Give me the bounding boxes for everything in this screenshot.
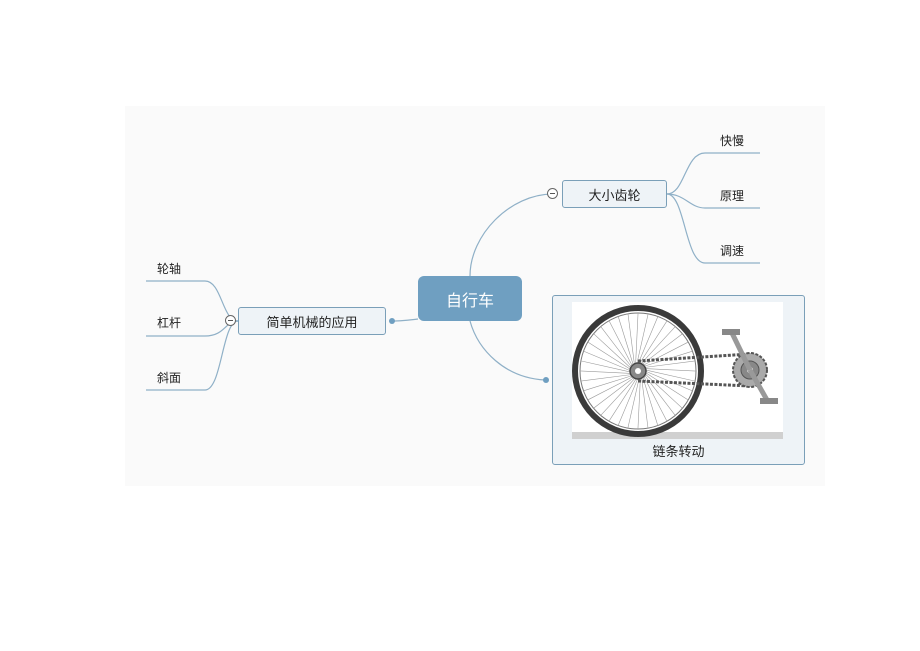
bicycle-wheel-chain-icon xyxy=(572,302,783,439)
connector-dot-chain xyxy=(543,377,549,383)
gears-node[interactable]: 大小齿轮 xyxy=(562,180,667,208)
collapse-gears-button[interactable] xyxy=(547,188,558,199)
collapse-machines-button[interactable] xyxy=(225,315,236,326)
link-root-machines xyxy=(392,318,419,322)
root-label: 自行车 xyxy=(445,290,494,310)
connector-dot-machines xyxy=(389,318,395,324)
gears-child-3[interactable]: 调速 xyxy=(720,244,745,258)
link-root-gears xyxy=(469,193,554,277)
machines-child-2[interactable]: 杠杆 xyxy=(157,316,182,330)
machines-child-3[interactable]: 斜面 xyxy=(157,371,182,385)
gears-label: 大小齿轮 xyxy=(588,188,641,204)
machines-child-1[interactable]: 轮轴 xyxy=(157,262,182,276)
machines-node[interactable]: 简单机械的应用 xyxy=(238,307,386,335)
link-gears-2 xyxy=(666,193,760,209)
chain-label: 链条转动 xyxy=(652,445,705,460)
link-gears-3 xyxy=(666,193,760,264)
gears-child-2[interactable]: 原理 xyxy=(720,189,745,203)
link-gears-1 xyxy=(666,152,760,195)
root-node[interactable]: 自行车 xyxy=(418,276,522,321)
chain-node[interactable]: 链条转动 xyxy=(552,295,805,465)
gears-child-1[interactable]: 快慢 xyxy=(720,134,745,148)
link-root-chain xyxy=(469,320,546,381)
machines-label: 简单机械的应用 xyxy=(266,315,358,331)
